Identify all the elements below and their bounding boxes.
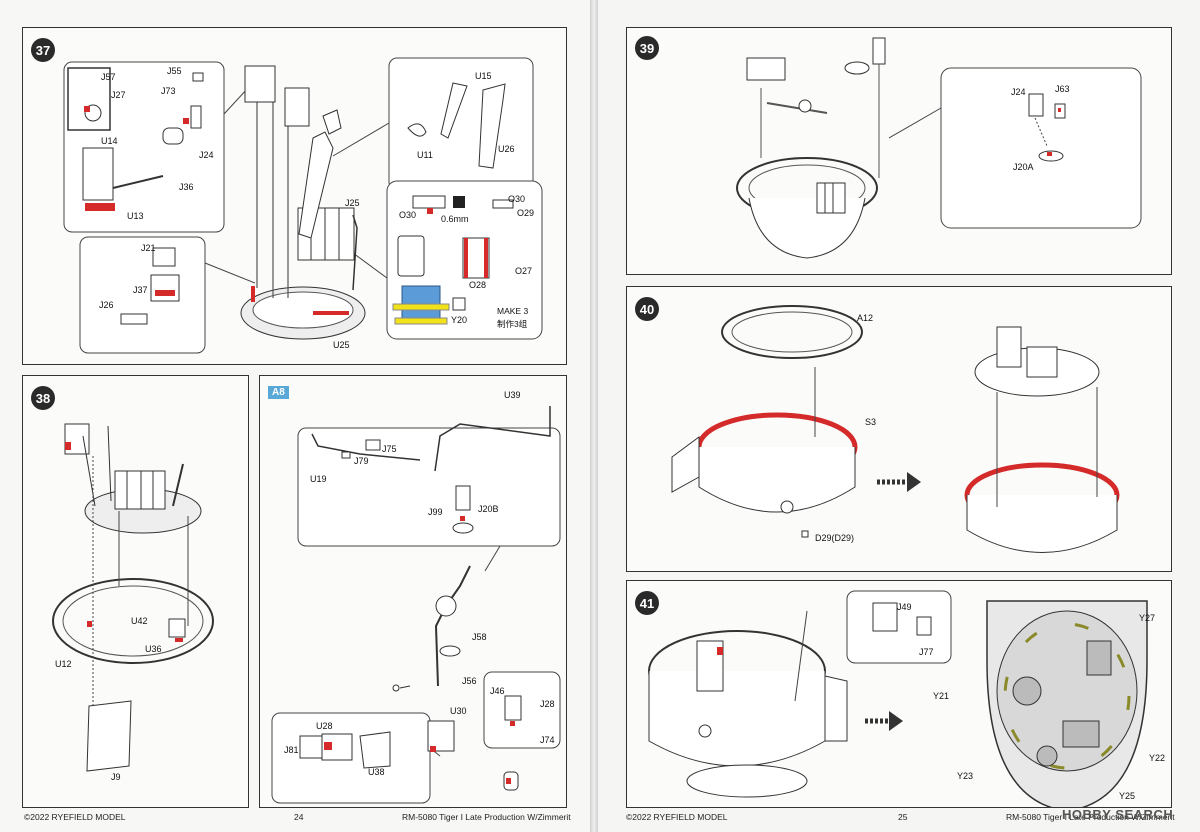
label-j27: J27 (111, 90, 126, 100)
label-u38: U38 (368, 767, 385, 777)
step-41-drawing (648, 590, 1148, 807)
label-j99: J99 (428, 507, 443, 517)
step-39-panel: 39 J24 J63 J20A (626, 27, 1172, 275)
label-s3: S3 (865, 417, 877, 427)
label-u14: U14 (101, 136, 118, 146)
label-u19: U19 (310, 474, 327, 484)
right-footer-copyright: ©2022 RYEFIELD MODEL (626, 812, 728, 822)
label-j73: J73 (161, 86, 176, 96)
label-j57: J57 (101, 72, 116, 82)
right-page-number: 25 (898, 812, 908, 822)
label-y27: Y27 (1139, 613, 1156, 623)
label-u13: U13 (127, 211, 144, 221)
label-y23: Y23 (957, 771, 974, 781)
label-u28: U28 (316, 721, 333, 731)
a8-badge: A8 (268, 386, 289, 399)
label-u15: U15 (475, 71, 492, 81)
label-a12: A12 (857, 313, 874, 323)
step-a8-drawing (271, 406, 561, 804)
label-y20: Y20 (451, 315, 468, 325)
label-u30: U30 (450, 706, 467, 716)
label-j36: J36 (179, 182, 194, 192)
step-38-panel: 38 U42 U36 U12 J9 (22, 375, 249, 808)
label-j55: J55 (167, 66, 182, 76)
label-u26: U26 (498, 144, 515, 154)
label-u25: U25 (333, 340, 350, 350)
label-u12: U12 (55, 659, 72, 669)
step-38-drawing (52, 423, 214, 772)
label-j24: J24 (1011, 87, 1026, 97)
label-j46: J46 (490, 686, 505, 696)
label-d29: D29(D29) (815, 533, 855, 543)
left-page-number: 24 (294, 812, 304, 822)
make-3-note: MAKE 3 (497, 306, 529, 316)
step-37-panel: 37 (22, 27, 567, 365)
label-j26: J26 (99, 300, 114, 310)
step-40-drawing (671, 305, 1120, 553)
label-u11: U11 (417, 150, 433, 160)
step-41-panel: 41 J49 J77 Y27 Y21 Y22 Y23 (626, 580, 1172, 808)
label-y22: Y22 (1149, 753, 1166, 763)
label-o30-a: O30 (399, 210, 417, 220)
label-j56: J56 (462, 676, 477, 686)
left-footer-product: RM-5080 Tiger I Late Production W/Zimmer… (402, 812, 571, 822)
step-37-number: 37 (31, 38, 55, 62)
label-j49: J49 (897, 602, 912, 612)
step-41-number: 41 (635, 591, 659, 615)
label-j81: J81 (284, 745, 299, 755)
label-j75: J75 (382, 444, 397, 454)
label-y21: Y21 (933, 691, 950, 701)
label-y25: Y25 (1119, 791, 1136, 801)
label-j24: J24 (199, 150, 214, 160)
label-o29: O29 (517, 208, 535, 218)
label-thickness: 0.6mm (441, 214, 469, 224)
label-j21: J21 (141, 243, 156, 253)
label-j9: J9 (111, 772, 121, 782)
make-3-note-cn: 制作3组 (497, 319, 528, 329)
label-j25: J25 (345, 198, 360, 208)
right-footer-product: RM-5080 Tiger I Late Production W/Zimmer… (1006, 812, 1175, 822)
book-gutter (590, 0, 598, 832)
label-j74: J74 (540, 735, 555, 745)
label-j79: J79 (354, 456, 369, 466)
label-o28: O28 (469, 280, 487, 290)
right-page: 39 J24 J63 J20A 4 (598, 0, 1200, 832)
label-j77: J77 (919, 647, 934, 657)
label-j37: J37 (133, 285, 148, 295)
label-j20b: J20B (478, 504, 499, 514)
step-a8-panel: A8 (259, 375, 567, 808)
step-40-panel: 40 A12 S3 D29(D29) (626, 286, 1172, 572)
label-o30-b: O30 (508, 194, 526, 204)
step-40-number: 40 (635, 297, 659, 321)
label-o27: O27 (515, 266, 533, 276)
step-39-number: 39 (635, 36, 659, 60)
step-37-drawing (63, 57, 543, 354)
label-u39: U39 (504, 390, 521, 400)
label-j58: J58 (472, 632, 487, 642)
label-u42: U42 (131, 616, 148, 626)
step-38-number: 38 (31, 386, 55, 410)
step-39-drawing (736, 37, 1142, 259)
left-footer-copyright: ©2022 RYEFIELD MODEL (24, 812, 126, 822)
hobby-search-watermark: HOBBY SEARCH (1062, 807, 1174, 822)
label-j63: J63 (1055, 84, 1070, 94)
label-j28: J28 (540, 699, 555, 709)
label-j20a: J20A (1013, 162, 1034, 172)
label-u36: U36 (145, 644, 162, 654)
left-page: 37 (0, 0, 590, 832)
